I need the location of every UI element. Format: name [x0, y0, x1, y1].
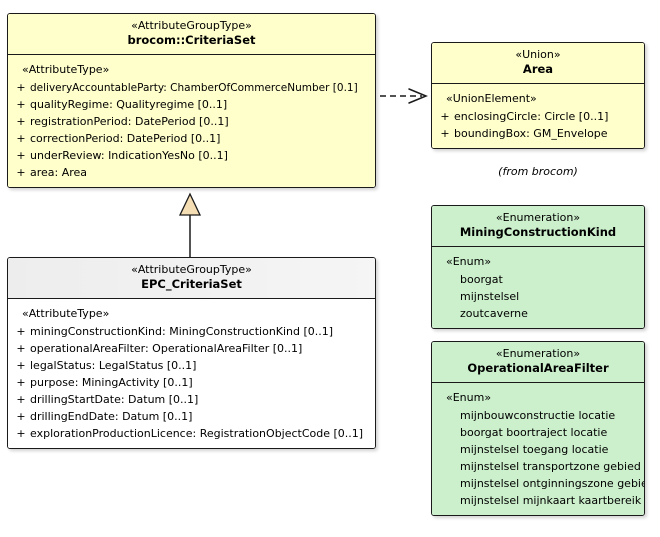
attribute-signature: purpose: MiningActivity [0..1]	[30, 375, 193, 389]
enum-literal[interactable]: mijnstelsel transportzone gebied	[460, 459, 641, 473]
enumeration-operationalareafilter[interactable]: «Enumeration» OperationalAreaFilter «Enu…	[431, 341, 645, 517]
compartment-stereotype-label: «Enum»	[446, 390, 492, 404]
attribute-signature: legalStatus: LegalStatus [0..1]	[30, 358, 197, 372]
stereotype-label: «Enumeration»	[495, 347, 581, 360]
attribute-row[interactable]: + legalStatus: LegalStatus [0..1]	[12, 357, 371, 374]
attribute-row[interactable]: + deliveryAccountableParty: ChamberOfCom…	[12, 79, 371, 96]
stereotype-label: «Enumeration»	[495, 211, 581, 224]
visibility-marker: +	[16, 97, 26, 111]
class-header-brocom-criteriaset: «AttributeGroupType» brocom::CriteriaSet	[8, 14, 375, 55]
visibility-marker: +	[16, 324, 26, 338]
visibility-marker: +	[16, 341, 26, 355]
visibility-marker: +	[16, 393, 26, 407]
visibility-marker: +	[16, 358, 26, 372]
enum-literal[interactable]: mijnstelsel ontginningszone gebied	[460, 477, 645, 491]
attribute-signature: qualityRegime: Qualityregime [0..1]	[30, 97, 228, 111]
attribute-signature: deliveryAccountableParty: ChamberOfComme…	[30, 80, 358, 94]
stereotype-label: «AttributeGroupType»	[131, 263, 252, 276]
visibility-marker: +	[16, 80, 26, 94]
visibility-marker: +	[16, 149, 26, 163]
attribute-signature: boundingBox: GM_Envelope	[454, 126, 608, 140]
enum-literal[interactable]: zoutcaverne	[460, 306, 528, 320]
enumeration-header-operationalareafilter: «Enumeration» OperationalAreaFilter	[432, 342, 644, 383]
attribute-row[interactable]: + underReview: IndicationYesNo [0..1]	[12, 147, 371, 164]
class-header-area: «Union» Area	[432, 43, 644, 84]
literals-compartment: «Enum» boorgat mijnstelsel zoutcaverne	[432, 246, 644, 328]
literals-compartment: «Enum» mijnbouwconstructie locatie boorg…	[432, 382, 645, 516]
visibility-marker: +	[16, 166, 26, 180]
attribute-signature: drillingStartDate: Datum [0..1]	[30, 393, 199, 407]
stereotype-label: «AttributeGroupType»	[131, 19, 252, 32]
attribute-row[interactable]: + correctionPeriod: DatePeriod [0..1]	[12, 130, 371, 147]
attributes-compartment: «AttributeType» + miningConstructionKind…	[8, 298, 375, 449]
enumeration-header-miningconstructionkind: «Enumeration» MiningConstructionKind	[432, 206, 644, 247]
attributes-compartment: «UnionElement» + enclosingCircle: Circle…	[432, 83, 644, 148]
visibility-marker: +	[440, 109, 450, 123]
enum-literal[interactable]: mijnbouwconstructie locatie	[460, 408, 616, 422]
class-name-label: EPC_CriteriaSet	[141, 277, 242, 292]
class-name-label: Area	[522, 62, 554, 77]
attribute-row[interactable]: + drillingStartDate: Datum [0..1]	[12, 391, 371, 408]
attribute-row[interactable]: + area: Area	[12, 164, 371, 181]
attribute-row[interactable]: + registrationPeriod: DatePeriod [0..1]	[12, 113, 371, 130]
class-epc-criteriaset[interactable]: «AttributeGroupType» EPC_CriteriaSet «At…	[7, 257, 376, 450]
attribute-row[interactable]: + drillingEndDate: Datum [0..1]	[12, 408, 371, 425]
attribute-row[interactable]: + operationalAreaFilter: OperationalArea…	[12, 340, 371, 357]
enum-literal[interactable]: mijnstelsel	[460, 289, 520, 303]
package-origin-note: (from brocom)	[498, 165, 578, 178]
visibility-marker: +	[440, 126, 450, 140]
stereotype-label: «Union»	[515, 48, 561, 61]
visibility-marker: +	[16, 410, 26, 424]
class-name-label: brocom::CriteriaSet	[127, 33, 256, 48]
generalization-epc-to-criteriaset	[178, 192, 202, 257]
enumeration-name-label: OperationalAreaFilter	[467, 361, 609, 376]
attributes-compartment: «AttributeType» + deliveryAccountablePar…	[8, 54, 375, 188]
enum-literal[interactable]: boorgat	[460, 272, 503, 286]
visibility-marker: +	[16, 131, 26, 145]
attribute-signature: correctionPeriod: DatePeriod [0..1]	[30, 131, 221, 145]
compartment-stereotype-label: «Enum»	[446, 254, 492, 268]
attribute-row[interactable]: + enclosingCircle: Circle [0..1]	[436, 108, 640, 125]
attribute-row[interactable]: + qualityRegime: Qualityregime [0..1]	[12, 96, 371, 113]
compartment-stereotype-label: «AttributeType»	[22, 62, 110, 76]
enum-literal[interactable]: boorgat boortraject locatie	[460, 425, 608, 439]
attribute-signature: explorationProductionLicence: Registrati…	[30, 427, 364, 441]
visibility-marker: +	[16, 114, 26, 128]
compartment-stereotype-label: «AttributeType»	[22, 306, 110, 320]
attribute-signature: miningConstructionKind: MiningConstructi…	[30, 324, 334, 338]
attribute-row[interactable]: + miningConstructionKind: MiningConstruc…	[12, 323, 371, 340]
class-brocom-criteriaset[interactable]: «AttributeGroupType» brocom::CriteriaSet…	[7, 13, 376, 189]
attribute-signature: registrationPeriod: DatePeriod [0..1]	[30, 114, 229, 128]
attribute-signature: drillingEndDate: Datum [0..1]	[30, 410, 193, 424]
attribute-row[interactable]: + explorationProductionLicence: Registra…	[12, 425, 371, 442]
attribute-row[interactable]: + purpose: MiningActivity [0..1]	[12, 374, 371, 391]
attribute-signature: operationalAreaFilter: OperationalAreaFi…	[30, 341, 303, 355]
attribute-signature: underReview: IndicationYesNo [0..1]	[30, 149, 228, 163]
dependency-criteriaset-to-area	[380, 88, 428, 104]
enum-literal[interactable]: mijnstelsel toegang locatie	[460, 442, 609, 456]
class-header-epc-criteriaset: «AttributeGroupType» EPC_CriteriaSet	[8, 258, 375, 299]
visibility-marker: +	[16, 427, 26, 441]
visibility-marker: +	[16, 375, 26, 389]
enumeration-miningconstructionkind[interactable]: «Enumeration» MiningConstructionKind «En…	[431, 205, 645, 329]
compartment-stereotype-label: «UnionElement»	[446, 91, 537, 105]
enum-literal[interactable]: mijnstelsel mijnkaart kaartbereik	[460, 494, 642, 508]
attribute-signature: area: Area	[30, 166, 88, 180]
enumeration-name-label: MiningConstructionKind	[459, 225, 617, 240]
attribute-signature: enclosingCircle: Circle [0..1]	[454, 109, 609, 123]
attribute-row[interactable]: + boundingBox: GM_Envelope	[436, 125, 640, 142]
class-area-union[interactable]: «Union» Area «UnionElement» + enclosingC…	[431, 42, 645, 149]
